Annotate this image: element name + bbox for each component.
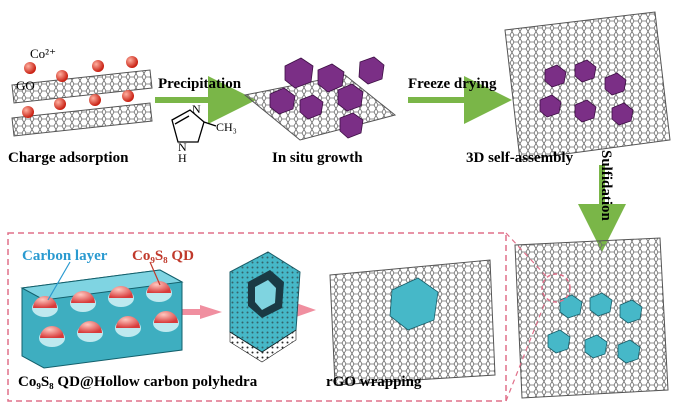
ligand-n-label: N xyxy=(192,102,201,116)
go-label: GO xyxy=(16,78,35,93)
cobalt-ion-markers xyxy=(22,56,138,118)
carbon-layer-slab xyxy=(20,261,184,369)
co9s8-block xyxy=(514,237,669,399)
zif-on-graphene xyxy=(243,56,397,141)
zoom-inset-box xyxy=(7,232,507,402)
step-sulfidation: Sulfidation xyxy=(598,150,614,221)
ligand-nh-label: N H xyxy=(178,140,187,165)
hollow-to-detail-arrow xyxy=(180,305,222,319)
imidazole-ligand-structure xyxy=(171,109,217,143)
step-freeze-drying: Freeze drying xyxy=(408,76,497,92)
qd-spheres xyxy=(32,281,179,347)
step-precipitation: Precipitation xyxy=(158,76,242,92)
ligand-ch3-label: CH₃ xyxy=(216,120,237,134)
self-assembly-block xyxy=(504,11,671,161)
co9s8-qd-label: Co₉S₈ QD xyxy=(132,248,194,264)
stage-final-product: Co₉S₈ QD@Hollow carbon polyhedra xyxy=(18,374,258,390)
go-sheets-with-cobalt xyxy=(11,56,153,137)
stage-rgo-wrapping: rGO wrapping xyxy=(326,374,422,390)
rgo-wrapped-polyhedron xyxy=(329,259,496,386)
cobalt-ion-label: Co²⁺ xyxy=(30,46,56,61)
carbon-layer-label: Carbon layer xyxy=(22,248,108,264)
hollow-carbon-polyhedron xyxy=(229,251,301,363)
stage-charge-adsorption: Charge adsorption xyxy=(8,150,129,166)
stage-in-situ-growth: In situ growth xyxy=(272,150,363,166)
stage-3d-self-assembly: 3D self-assembly xyxy=(466,150,574,166)
